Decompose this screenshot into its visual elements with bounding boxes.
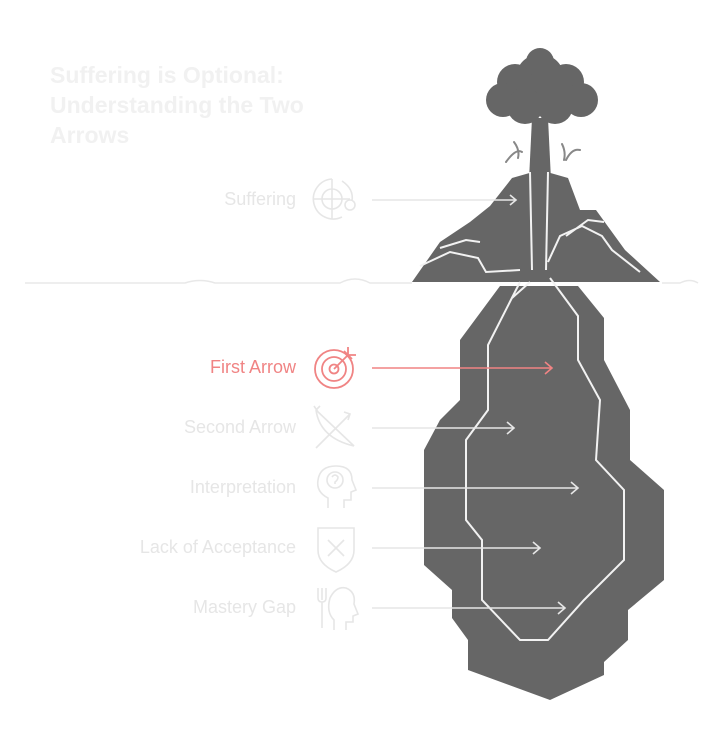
label-lack-of-acceptance: Lack of Acceptance xyxy=(139,537,296,557)
bow-arrow-icon xyxy=(313,405,355,449)
connector-suffering xyxy=(372,194,518,206)
connector-lines xyxy=(372,194,580,615)
connector-second-arrow xyxy=(372,421,516,435)
head-fork-icon xyxy=(317,586,360,630)
label-interpretation: Interpretation xyxy=(189,477,296,497)
volcano-body xyxy=(412,170,660,282)
connector-lack-of-acceptance xyxy=(372,541,542,555)
iceberg-inner-lines xyxy=(465,277,625,641)
water-line xyxy=(25,278,699,284)
label-suffering: Suffering xyxy=(224,189,296,209)
label-mastery-gap: Mastery Gap xyxy=(192,597,296,617)
smoke-cloud xyxy=(486,48,598,124)
lava-spurts xyxy=(505,141,581,163)
smoke-column xyxy=(529,118,551,180)
iceberg-body xyxy=(424,286,664,700)
label-second-arrow: Second Arrow xyxy=(183,417,296,437)
diagram-title: Suffering is Optional: Understanding the… xyxy=(50,62,304,148)
target-arrow-icon xyxy=(314,347,356,389)
head-question-icon xyxy=(316,465,358,508)
shield-x-icon xyxy=(317,527,355,573)
brain-target-icon xyxy=(312,178,356,220)
connector-mastery-gap xyxy=(372,601,567,615)
connector-first-arrow xyxy=(372,361,554,375)
connector-interpretation xyxy=(372,481,580,495)
volcano-inner-lines xyxy=(419,171,641,274)
label-first-arrow: First Arrow xyxy=(209,357,296,377)
